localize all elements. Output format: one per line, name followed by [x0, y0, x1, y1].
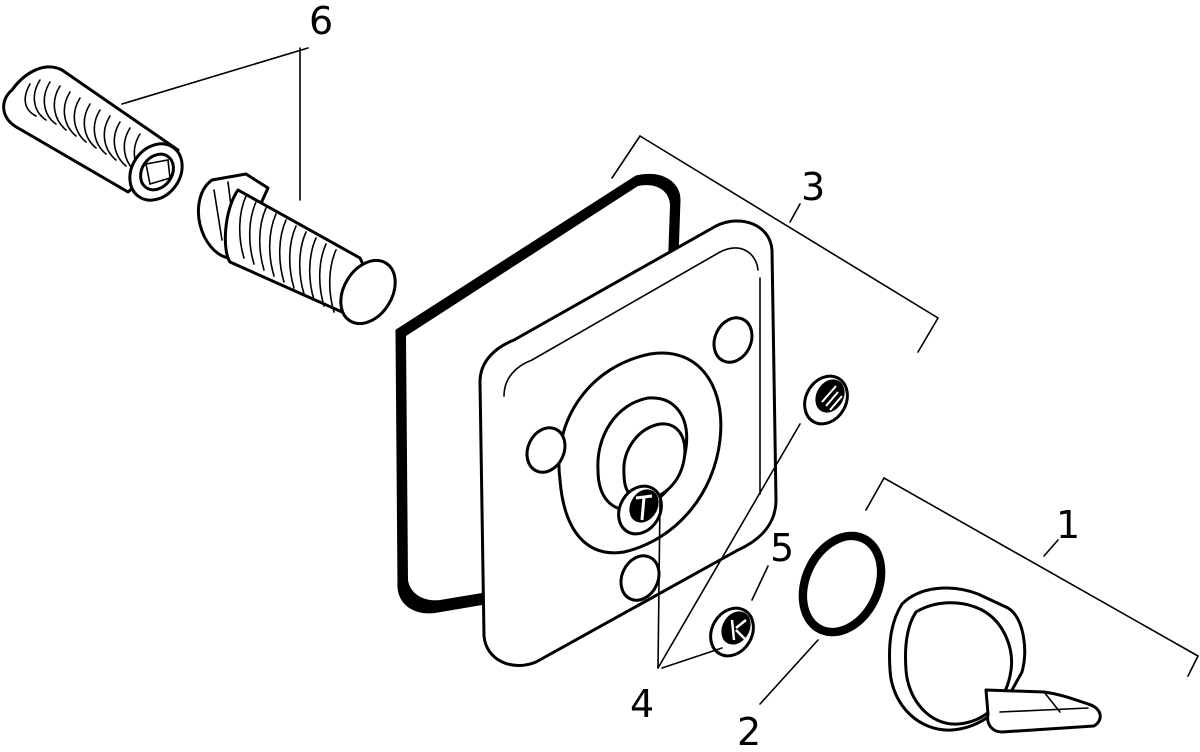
escutcheon-plate	[478, 219, 778, 668]
indicator-cap-bottom	[709, 606, 755, 658]
threaded-sleeve	[2, 65, 184, 202]
leader-lines	[121, 47, 1200, 705]
threaded-nipple	[197, 172, 397, 326]
o-ring	[798, 531, 886, 637]
callout-2: 2	[737, 710, 761, 752]
callout-3: 3	[801, 165, 825, 209]
indicator-cap-top	[803, 374, 849, 426]
callout-6: 6	[309, 0, 333, 43]
callout-1: 1	[1056, 503, 1080, 547]
callout-4: 4	[630, 682, 654, 726]
callout-5: 5	[770, 526, 794, 570]
indicator-cap-center	[617, 484, 663, 536]
handle	[888, 586, 1102, 734]
